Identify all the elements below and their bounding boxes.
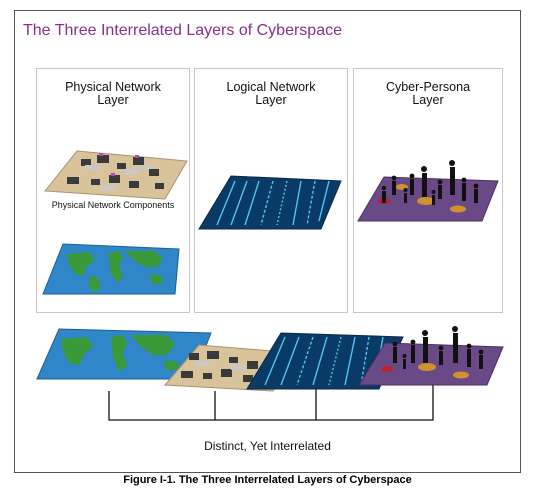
persona-layer-panel: Cyber-Persona Layer <box>353 68 503 313</box>
logical-layer-panel: Logical Network Layer <box>194 68 348 313</box>
figure-caption: Figure I-1. The Three Interrelated Layer… <box>123 474 412 486</box>
persona-layer-title: Cyber-Persona Layer <box>385 80 471 107</box>
figure-frame: The Three Interrelated Layers of Cybersp… <box>14 10 521 473</box>
figure-title: The Three Interrelated Layers of Cybersp… <box>23 22 342 39</box>
physical-components-label: Physical Network Components <box>51 200 175 210</box>
logical-layer-title: Logical Network Layer <box>226 80 316 107</box>
physical-layer-title: Physical Network Layer <box>65 80 161 107</box>
physical-layer-panel: Physical Network Layer <box>36 68 190 313</box>
interrelated-tagline: Distinct, Yet Interrelated <box>204 439 331 453</box>
physical-layer-illustration <box>42 150 188 295</box>
logical-layer-illustration <box>198 175 342 230</box>
combined-layers-illustration <box>36 326 504 421</box>
persona-layer-illustration <box>357 160 499 222</box>
